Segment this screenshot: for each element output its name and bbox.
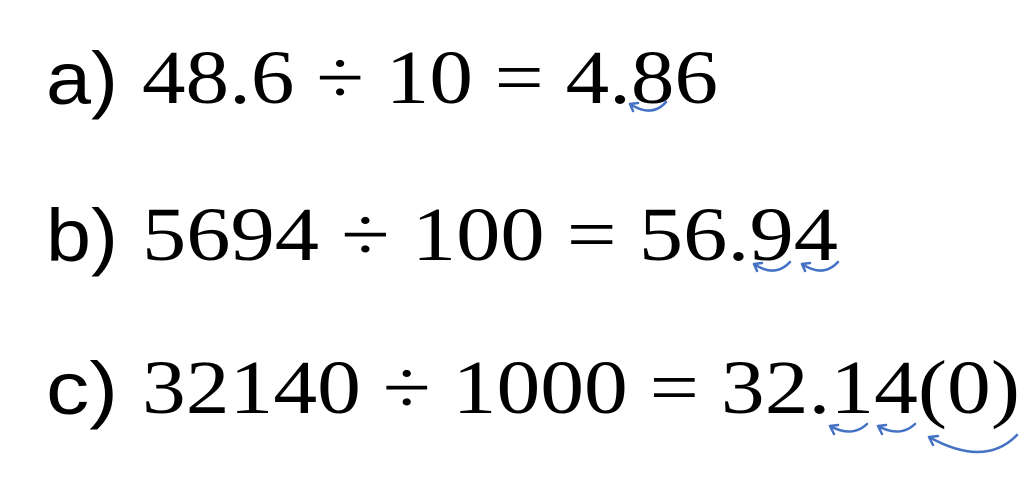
problem-expression: 32140 ÷ 1000 = 32.14(0) bbox=[142, 346, 1020, 430]
shift-arrow-icon bbox=[752, 260, 792, 273]
problem-c: c) 32140 ÷ 1000 = 32.14(0) bbox=[46, 346, 1020, 454]
problem-expression: 48.6 ÷ 10 = 4.86 bbox=[142, 36, 718, 120]
problem-b: b) 5694 ÷ 100 = 56.94 bbox=[46, 193, 840, 277]
shift-arrow-icon bbox=[628, 100, 668, 113]
problem-label: b) bbox=[46, 194, 118, 277]
shift-arrow-icon bbox=[927, 433, 1019, 454]
problem-label: c) bbox=[46, 347, 118, 430]
shift-arrow-icon bbox=[800, 260, 840, 273]
problem-a: a) 48.6 ÷ 10 = 4.86 bbox=[46, 36, 718, 120]
problem-label: a) bbox=[46, 37, 118, 120]
shift-arrow-icon bbox=[876, 422, 917, 436]
problem-expression: 5694 ÷ 100 = 56.94 bbox=[142, 193, 838, 277]
shift-arrow-icon bbox=[828, 422, 869, 436]
